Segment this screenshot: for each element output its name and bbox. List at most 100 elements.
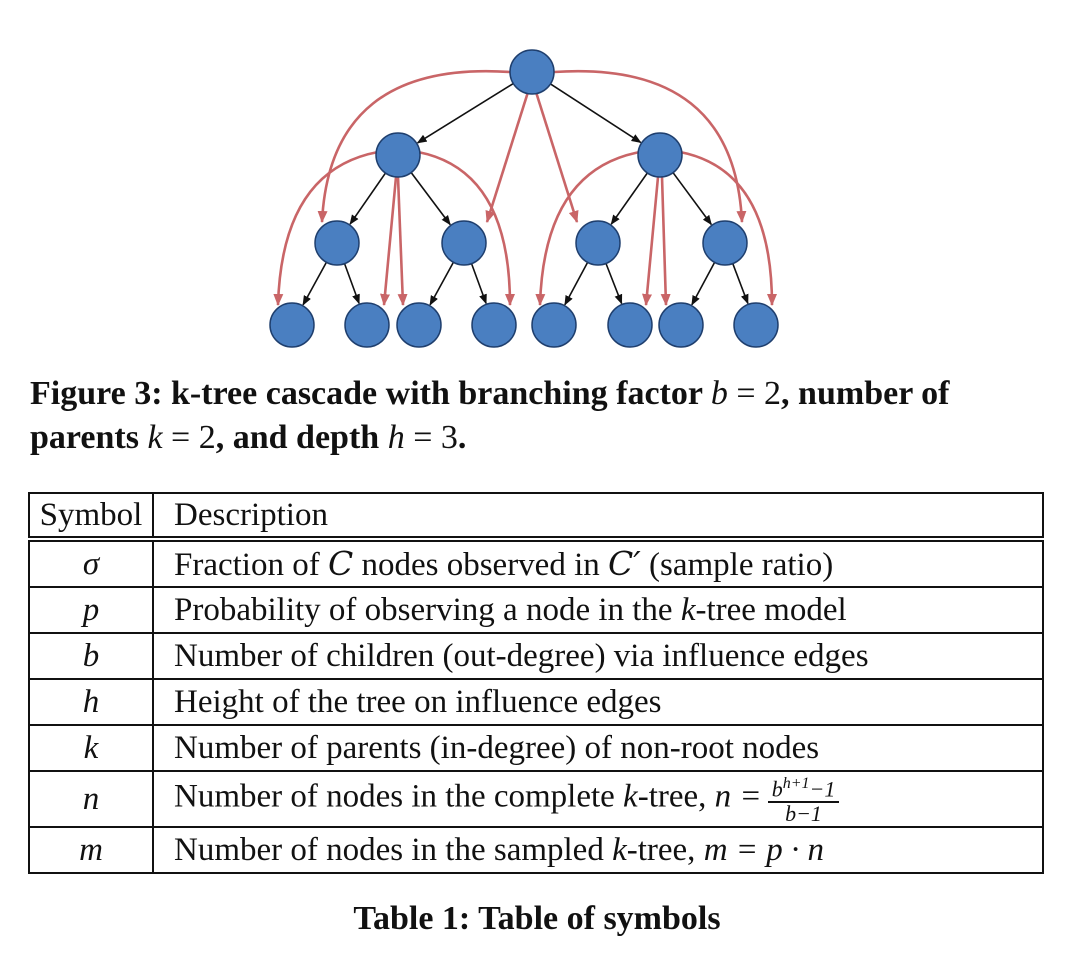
influence-edge bbox=[691, 262, 716, 306]
desc-text: nodes observed in bbox=[353, 547, 609, 583]
symbol-cell: k bbox=[28, 724, 154, 772]
desc-text: -tree, bbox=[637, 778, 715, 815]
table-row: k Number of parents (in-degree) of non-r… bbox=[28, 724, 1044, 772]
parent-edge bbox=[534, 91, 579, 223]
symbol-cell: σ bbox=[28, 538, 154, 588]
desc-text: Probability of observing a node in the bbox=[174, 591, 681, 628]
table-row: m Number of nodes in the sampled k-tree,… bbox=[28, 826, 1044, 874]
table-row: p Probability of observing a node in the… bbox=[28, 586, 1044, 634]
desc-text: -tree, bbox=[626, 831, 704, 868]
tree-node bbox=[269, 302, 315, 348]
table-row: σ Fraction of C nodes observed in C′ (sa… bbox=[28, 538, 1044, 588]
math-h: h bbox=[387, 419, 405, 456]
desc-math: C′ bbox=[608, 544, 641, 583]
parent-edge bbox=[396, 176, 408, 306]
parent-edge bbox=[642, 176, 660, 306]
tree-node bbox=[509, 49, 555, 95]
desc-math: k bbox=[612, 831, 627, 868]
parent-edge bbox=[317, 69, 511, 223]
parent-edge bbox=[535, 150, 641, 306]
desc-math: m = p · n bbox=[703, 831, 825, 868]
desc-math: C bbox=[327, 544, 354, 583]
influence-edge bbox=[429, 261, 455, 306]
figure-caption-text-3: , and depth bbox=[215, 419, 380, 456]
math-k-eq: = 2 bbox=[171, 419, 216, 456]
table-row: b Number of children (out-degree) via in… bbox=[28, 632, 1044, 680]
description-cell: Number of nodes in the sampled k-tree, m… bbox=[152, 826, 1044, 874]
figure-caption-text-1: k-tree cascade with branching factor bbox=[171, 375, 703, 412]
desc-text: -tree model bbox=[695, 591, 847, 628]
tree-node bbox=[531, 302, 577, 348]
description-cell: Probability of observing a node in the k… bbox=[152, 586, 1044, 634]
figure-caption-label: Figure 3: bbox=[30, 375, 163, 412]
symbol-cell: h bbox=[28, 678, 154, 726]
header-symbol: Symbol bbox=[28, 492, 154, 542]
symbol-cell: p bbox=[28, 586, 154, 634]
influence-edge bbox=[672, 172, 712, 226]
fraction-denominator: b−1 bbox=[785, 800, 822, 826]
header-description: Description bbox=[152, 492, 1044, 542]
tree-node bbox=[702, 220, 748, 266]
symbol-cell: m bbox=[28, 826, 154, 874]
tree-node bbox=[658, 302, 704, 348]
tree-node bbox=[314, 220, 360, 266]
influence-edge bbox=[410, 172, 451, 226]
parent-edge bbox=[417, 150, 515, 306]
influence-edge bbox=[550, 83, 642, 144]
math-b: b bbox=[710, 375, 728, 412]
tree-node bbox=[375, 132, 421, 178]
num-base: b bbox=[771, 776, 783, 802]
description-cell: Fraction of C nodes observed in C′ (samp… bbox=[152, 538, 1044, 588]
table-row: n Number of nodes in the complete k-tree… bbox=[28, 770, 1044, 828]
desc-math: k bbox=[623, 778, 638, 815]
parent-edge bbox=[380, 176, 398, 306]
description-cell: Height of the tree on influence edges bbox=[152, 678, 1044, 726]
num-exp: h+1 bbox=[782, 775, 810, 793]
parent-edge bbox=[485, 91, 530, 223]
tree-nodes bbox=[269, 49, 779, 348]
tree-node bbox=[471, 302, 517, 348]
influence-edge bbox=[302, 261, 328, 306]
tree-node bbox=[441, 220, 487, 266]
description-cell: Number of nodes in the complete k-tree, … bbox=[152, 770, 1044, 828]
desc-text: Number of nodes in the complete bbox=[174, 778, 624, 815]
tree-node bbox=[575, 220, 621, 266]
influence-edge bbox=[610, 172, 648, 226]
influence-edge bbox=[564, 262, 589, 306]
desc-math: k bbox=[680, 591, 696, 628]
figure-caption: Figure 3: k-tree cascade with branching … bbox=[30, 372, 1040, 460]
influence-edge bbox=[343, 263, 360, 305]
desc-math: n = bbox=[714, 778, 762, 815]
parent-edge bbox=[679, 150, 777, 306]
tree-node bbox=[344, 302, 390, 348]
tree-node bbox=[733, 302, 779, 348]
desc-text: Fraction of bbox=[174, 547, 328, 583]
figure-caption-text-2: , number of parents bbox=[30, 375, 950, 456]
description-cell: Number of children (out-degree) via infl… bbox=[152, 632, 1044, 680]
table-caption: Table 1: Table of symbols bbox=[353, 900, 721, 937]
table-row: h Height of the tree on influence edges bbox=[28, 678, 1044, 726]
fraction-numerator: bh+1−1 bbox=[767, 773, 840, 803]
math-k: k bbox=[147, 419, 163, 456]
parent-edge bbox=[660, 176, 671, 306]
parent-edges bbox=[273, 69, 777, 306]
math-b-eq: = 2 bbox=[736, 375, 782, 412]
tree-node bbox=[607, 302, 653, 348]
figure-caption-end: . bbox=[457, 419, 467, 456]
symbol-cell: n bbox=[28, 770, 154, 828]
k-tree-cascade-figure bbox=[269, 49, 779, 348]
num-rest: −1 bbox=[809, 776, 836, 802]
influence-edge bbox=[732, 263, 749, 305]
table-header-row: Symbol Description bbox=[28, 492, 1044, 542]
desc-text: (sample ratio) bbox=[640, 547, 834, 583]
desc-text: Number of nodes in the sampled bbox=[174, 831, 613, 868]
math-h-eq: = 3 bbox=[413, 419, 458, 456]
influence-edges bbox=[302, 82, 749, 306]
tree-node bbox=[396, 302, 442, 348]
tree-node bbox=[637, 132, 683, 178]
symbols-table: Symbol Description σ Fraction of C nodes… bbox=[28, 492, 1044, 874]
influence-edge bbox=[416, 82, 514, 144]
influence-edge bbox=[605, 263, 623, 305]
influence-edge bbox=[470, 263, 487, 305]
